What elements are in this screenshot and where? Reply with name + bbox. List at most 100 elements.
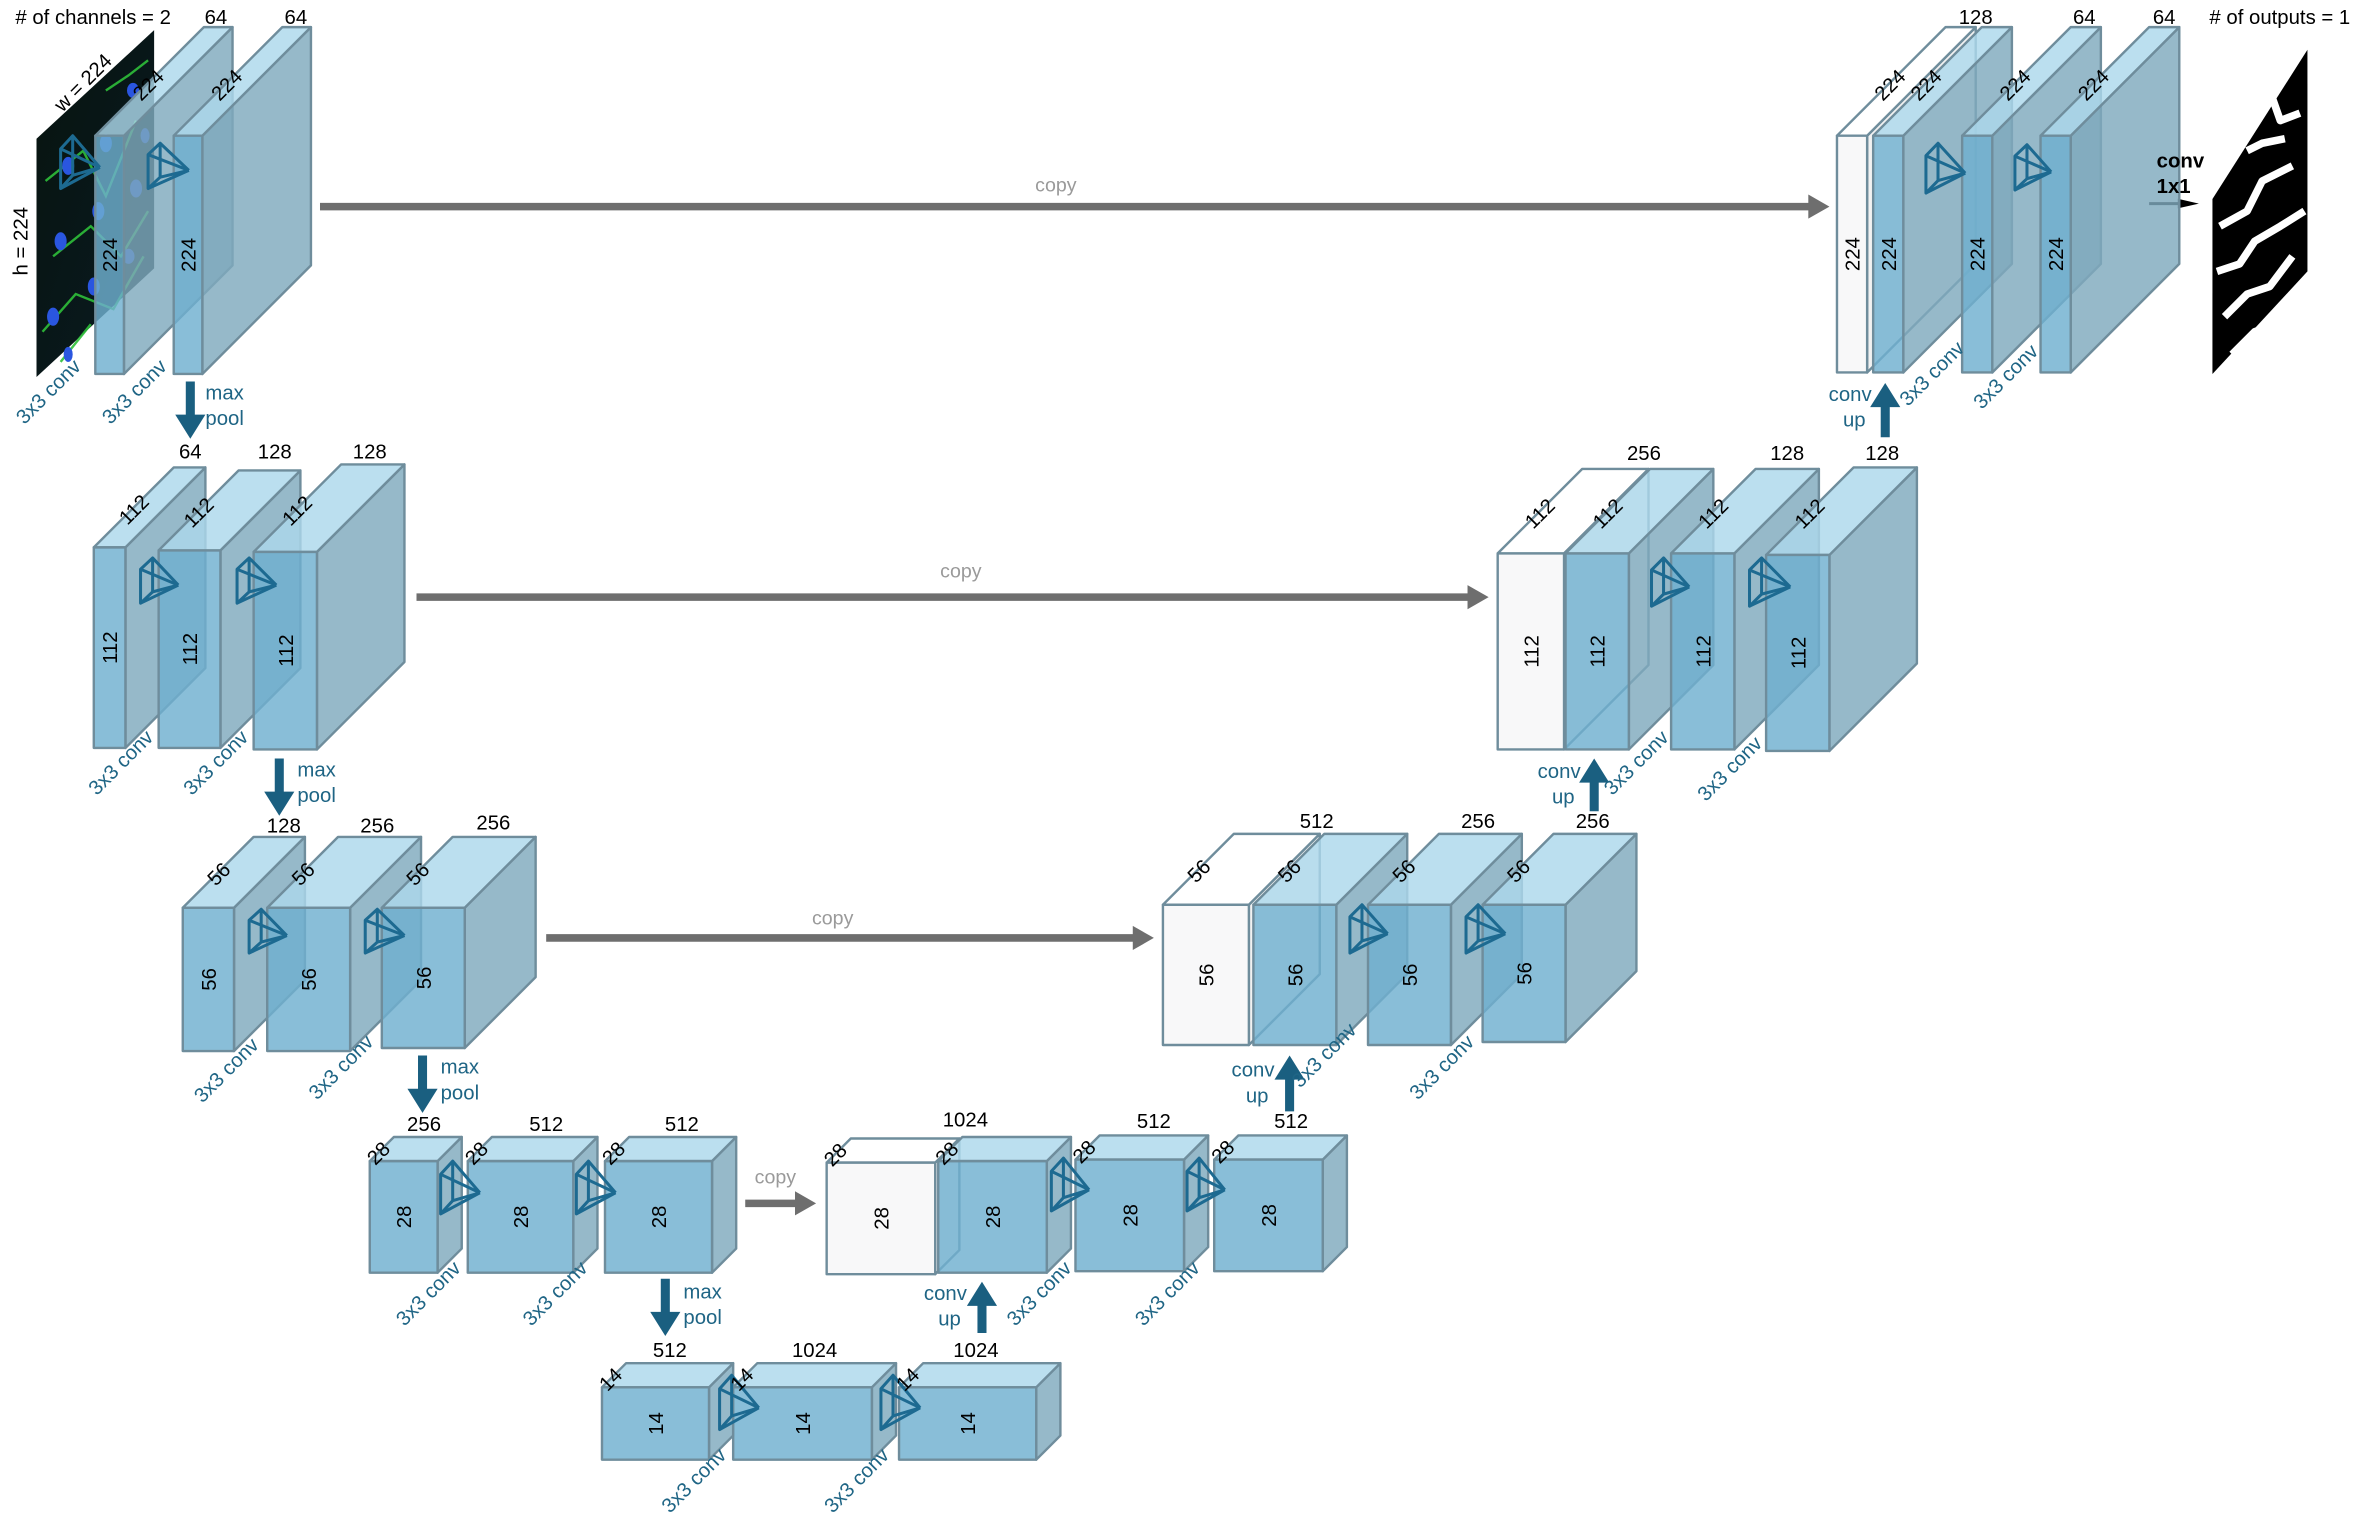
block-channels-label: 64 [179, 441, 202, 463]
feature-map-enc4_2 [466, 1135, 599, 1274]
conv3x3-label: 3x3 conv [12, 355, 86, 429]
max-pool-label: pool [683, 1307, 721, 1329]
conv-kernel-icon [1748, 556, 1792, 608]
block-front-face [252, 550, 319, 751]
block-height-label: 28 [649, 1206, 671, 1229]
block-height-label: 56 [414, 967, 436, 990]
block-front-face [1161, 903, 1251, 1047]
max-pool-arrow [175, 381, 206, 439]
feature-map-dec4_2 [1074, 1134, 1210, 1273]
conv-kernel-icon [1464, 903, 1507, 955]
conv1x1-label: 1x1 [2157, 176, 2191, 198]
block-height-label: 224 [2046, 237, 2068, 271]
block-height-label: 56 [1400, 964, 1422, 987]
block-front-face [368, 1159, 439, 1274]
block-height-label: 224 [100, 238, 122, 272]
block-height-label: 28 [983, 1206, 1005, 1229]
conv-kernel-icon [363, 907, 406, 955]
conv-kernel-icon [439, 1159, 481, 1216]
up-conv-arrow [1870, 383, 1901, 438]
block-height-label: 224 [1968, 237, 1990, 271]
conv-kernel-icon [1348, 903, 1389, 955]
max-pool-arrow [407, 1055, 438, 1113]
block-height-label: 112 [1693, 635, 1715, 667]
block-front-face [1564, 552, 1631, 751]
block-channels-label: 1024 [943, 1109, 988, 1131]
up-conv-label: up [1246, 1085, 1269, 1107]
block-top-face [897, 1361, 1062, 1389]
block-front-face [1835, 134, 1869, 374]
conv-kernel-icon [1049, 1156, 1091, 1213]
up-conv-label: up [938, 1308, 961, 1330]
block-height-label: 28 [394, 1206, 416, 1229]
conv-kernel-icon [247, 907, 288, 955]
block-height-label: 224 [1843, 237, 1865, 271]
block-channels-label: 256 [1627, 443, 1661, 465]
block-channels-label: 256 [407, 1114, 441, 1136]
input-height-label: h = 224 [10, 207, 32, 275]
block-front-face [1252, 903, 1338, 1047]
block-channels-label: 1024 [953, 1340, 998, 1362]
block-height-label: 112 [100, 631, 122, 663]
block-channels-label: 128 [353, 441, 387, 463]
max-pool-label: max [205, 383, 243, 405]
conv-kernel-icon [59, 134, 101, 190]
feature-map-bott_1 [600, 1361, 735, 1461]
feature-map-dec2_3 [1764, 466, 1919, 753]
copy-label: copy [1035, 175, 1077, 197]
block-front-face [1960, 134, 1994, 374]
block-front-face [1871, 134, 1905, 374]
max-pool-label: max [441, 1057, 479, 1079]
copy-label: copy [755, 1167, 797, 1189]
block-height-label: 112 [1521, 635, 1543, 667]
conv-kernel-icon [879, 1373, 922, 1432]
block-channels-label: 256 [360, 815, 394, 837]
max-pool-label: pool [205, 408, 243, 430]
block-height-label: 56 [199, 968, 221, 991]
block-channels-label: 64 [285, 7, 308, 29]
max-pool-label: pool [441, 1082, 479, 1104]
block-front-face [1669, 552, 1736, 751]
up-conv-label: conv [924, 1283, 968, 1305]
max-pool-label: pool [297, 785, 335, 807]
block-height-label: 224 [179, 238, 201, 272]
up-conv-label: conv [1538, 761, 1582, 783]
conv-kernel-icon [146, 141, 190, 190]
copy-arrow [546, 925, 1154, 950]
block-front-face [897, 1386, 1038, 1461]
block-front-face [1074, 1158, 1186, 1273]
block-channels-label: 256 [1461, 811, 1495, 833]
block-channels-label: 512 [653, 1340, 687, 1362]
block-channels-label: 128 [267, 815, 301, 837]
block-channels-label: 512 [1137, 1111, 1171, 1133]
feature-map-dec4_3 [1212, 1134, 1349, 1273]
block-front-face [603, 1159, 714, 1274]
block-front-face [1481, 903, 1567, 1044]
block-height-label: 56 [1515, 962, 1537, 985]
block-front-face [94, 134, 126, 376]
block-channels-label: 512 [1274, 1111, 1308, 1133]
max-pool-arrow [264, 758, 295, 816]
block-height-label: 28 [1259, 1204, 1281, 1227]
max-pool-arrow [650, 1278, 681, 1337]
block-height-label: 28 [511, 1206, 533, 1229]
block-front-face [92, 546, 127, 750]
block-height-label: 14 [958, 1412, 980, 1435]
block-channels-label: 128 [1865, 443, 1899, 465]
block-channels-label: 256 [476, 812, 510, 834]
block-channels-label: 512 [529, 1114, 563, 1136]
up-conv-arrow [1579, 758, 1610, 812]
output-count-label: # of outputs = 1 [2209, 7, 2350, 29]
up-conv-label: up [1843, 410, 1866, 432]
block-front-face [1764, 553, 1831, 753]
copy-arrow [319, 194, 1830, 219]
block-height-label: 56 [1285, 964, 1307, 987]
block-front-face [157, 549, 222, 750]
block-height-label: 56 [1196, 964, 1218, 987]
conv-kernel-icon [139, 556, 180, 605]
block-channels-label: 64 [205, 7, 228, 29]
up-conv-arrow [1274, 1055, 1305, 1112]
up-conv-label: conv [1232, 1060, 1276, 1082]
